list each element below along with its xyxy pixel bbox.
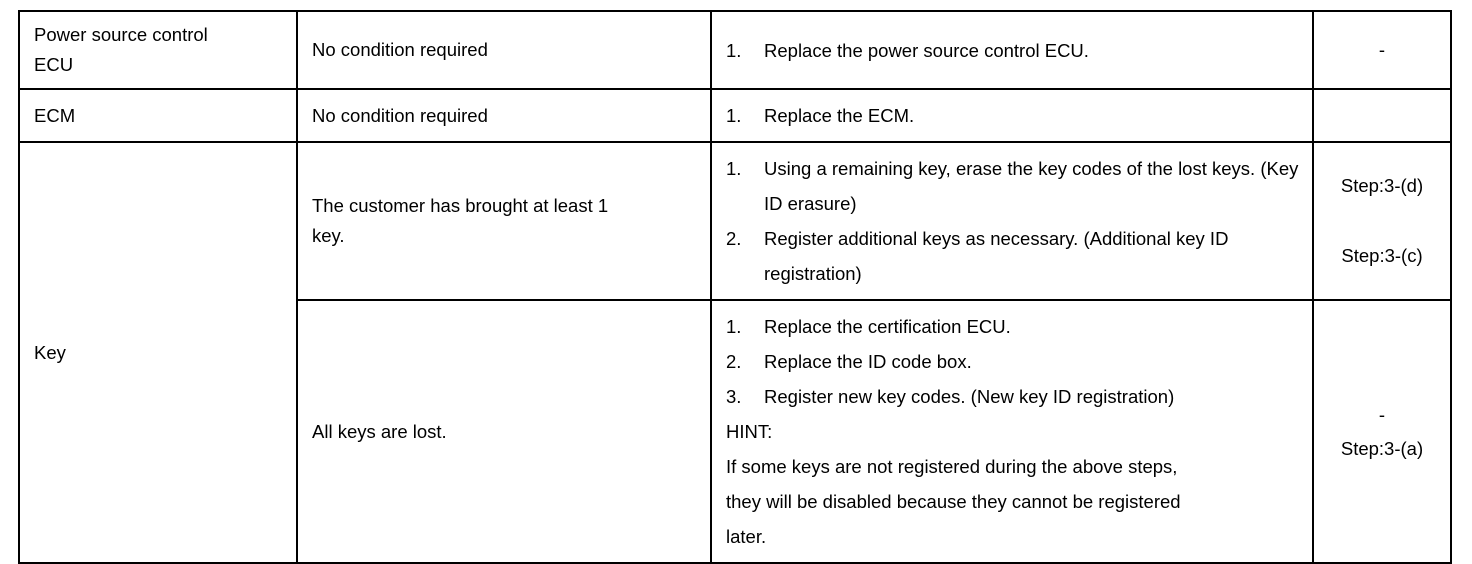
hint-title: HINT: [726,421,773,442]
action-item: 2. Register additional keys as necessary… [726,221,1312,291]
cell-system-power-source-control-ecu: Power source control ECU [18,10,298,90]
system-name-line: ECU [34,54,74,75]
action-number: 1. [726,39,742,61]
action-list: 1. Using a remaining key, erase the key … [726,151,1312,291]
action-item: 1. Replace the power source control ECU. [726,33,1312,68]
table-row: Key The customer has brought at least 1 … [18,141,1452,564]
step-reference: - [1378,39,1386,60]
cell-condition-key-remaining: The customer has brought at least 1 key. [296,141,712,301]
hint-text-line: later. [726,526,767,547]
system-name-line: Power source control [34,24,208,45]
action-text: Replace the ECM. [764,105,915,126]
cell-system-ecm: ECM [18,88,298,143]
table-row: ECM No condition required 1. Replace the… [18,88,1452,143]
cell-system-key: Key [18,141,298,564]
action-number: 3. [726,386,742,407]
action-text: Replace the ID code box. [764,351,972,372]
action-item: 3. Register new key codes. (New key ID r… [726,379,1312,414]
repair-procedure-table: Power source control ECU No condition re… [18,10,1452,564]
action-list: 1. Replace the certification ECU. 2. Rep… [726,309,1312,414]
action-number: 1. [726,158,742,179]
action-number: 2. [726,228,742,249]
condition-text-line: key. [312,225,345,246]
cell-action-ecm: 1. Replace the ECM. [710,88,1314,143]
cell-condition-key-all-lost: All keys are lost. [296,299,712,564]
table-row: All keys are lost. 1. Replace the certif… [19,299,1452,564]
condition-text: No condition required [312,104,488,126]
cell-step-key-all-lost: - Step:3-(a) [1312,299,1452,564]
action-text: Register new key codes. (New key ID regi… [764,386,1175,407]
step-reference: Step:3-(a) [1340,437,1424,459]
action-number: 2. [726,351,742,372]
action-text: Register additional keys as necessary. (… [764,228,1229,284]
condition-text-line: All keys are lost. [312,420,447,442]
condition-text-line: The customer has brought at least 1 [312,195,609,216]
action-list: 1. Replace the ECM. [726,98,1312,133]
cell-action-key-remaining: 1. Using a remaining key, erase the key … [710,141,1314,301]
hint-text-line: they will be disabled because they canno… [726,491,1181,512]
action-number: 1. [726,105,742,126]
action-text: Replace the power source control ECU. [764,39,1089,61]
table-row: Power source control ECU No condition re… [18,10,1452,90]
action-item: 2. Replace the ID code box. [726,344,1312,379]
cell-action-power-source-control-ecu: 1. Replace the power source control ECU. [710,10,1314,90]
system-name-line: Key [34,341,66,363]
cell-condition-ecm: No condition required [296,88,712,143]
action-list: 1. Replace the power source control ECU. [726,33,1312,68]
action-item: 1. Using a remaining key, erase the key … [726,151,1312,221]
condition-text: No condition required [312,39,488,60]
action-item: 1. Replace the ECM. [726,98,1312,133]
action-text: Replace the certification ECU. [764,316,1011,337]
cell-step-ecm [1312,88,1452,143]
action-item: 1. Replace the certification ECU. [726,309,1312,344]
hint-block: HINT: If some keys are not registered du… [726,414,1312,554]
action-text: Using a remaining key, erase the key cod… [764,158,1299,214]
cell-action-key-all-lost: 1. Replace the certification ECU. 2. Rep… [710,299,1314,564]
step-reference: - [1378,403,1386,425]
cell-step-key-remaining: Step:3-(d) Step:3-(c) [1312,141,1452,301]
system-name-line: ECM [34,104,76,126]
action-number: 1. [726,316,742,337]
hint-text-line: If some keys are not registered during t… [726,456,1178,477]
cell-step-power-source-control-ecu: - [1312,10,1452,90]
document-page: Power source control ECU No condition re… [18,10,1452,564]
step-reference: Step:3-(d) [1340,175,1424,196]
step-reference: Step:3-(c) [1341,245,1423,266]
cell-condition-power-source-control-ecu: No condition required [296,10,712,90]
